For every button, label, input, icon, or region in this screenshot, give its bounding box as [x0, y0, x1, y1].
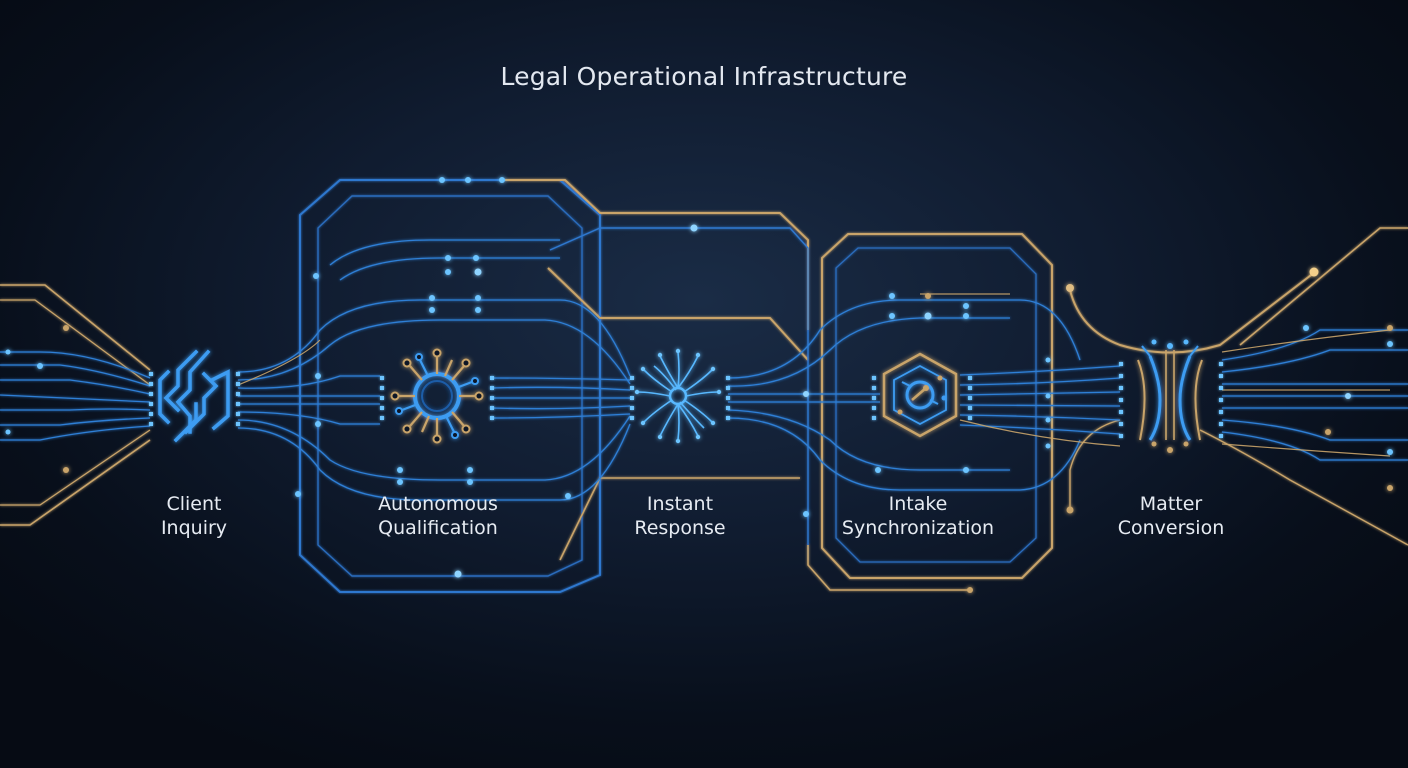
- stage-label-autonomous-qualification: Autonomous Qualification: [318, 492, 558, 540]
- stage-label-line2: Response: [634, 517, 726, 539]
- stage-label-line1: Intake: [888, 493, 948, 515]
- stage-label-instant-response: Instant Response: [560, 492, 800, 540]
- stage-label-line1: Client: [166, 493, 222, 515]
- stage-label-line1: Instant: [646, 493, 714, 515]
- gold-bus-traces: [237, 293, 1391, 457]
- bus-traces: [0, 239, 1408, 501]
- stage-label-client-inquiry: Client Inquiry: [74, 492, 314, 540]
- hexagon-sync-icon: [882, 352, 958, 438]
- connector-pins: [149, 362, 1223, 438]
- diagram-title: Legal Operational Infrastructure: [500, 62, 908, 91]
- gear-network-icon: [390, 348, 484, 444]
- stage-label-matter-conversion: Matter Conversion: [1051, 492, 1291, 540]
- radial-burst-icon: [634, 348, 722, 444]
- stage-label-line1: Matter: [1139, 493, 1203, 515]
- funnel-convergence-icon: [1137, 339, 1203, 453]
- stage-label-line2: Qualification: [378, 517, 498, 539]
- stage-label-intake-synchronization: Intake Synchronization: [798, 492, 1038, 540]
- stage-label-line2: Synchronization: [841, 517, 995, 539]
- stage-label-line2: Inquiry: [160, 517, 228, 539]
- circuit-nodes: [5, 177, 1393, 593]
- angular-chip-icon: [158, 349, 230, 443]
- stage-label-line2: Conversion: [1117, 517, 1225, 539]
- stage-label-line1: Autonomous: [378, 493, 498, 515]
